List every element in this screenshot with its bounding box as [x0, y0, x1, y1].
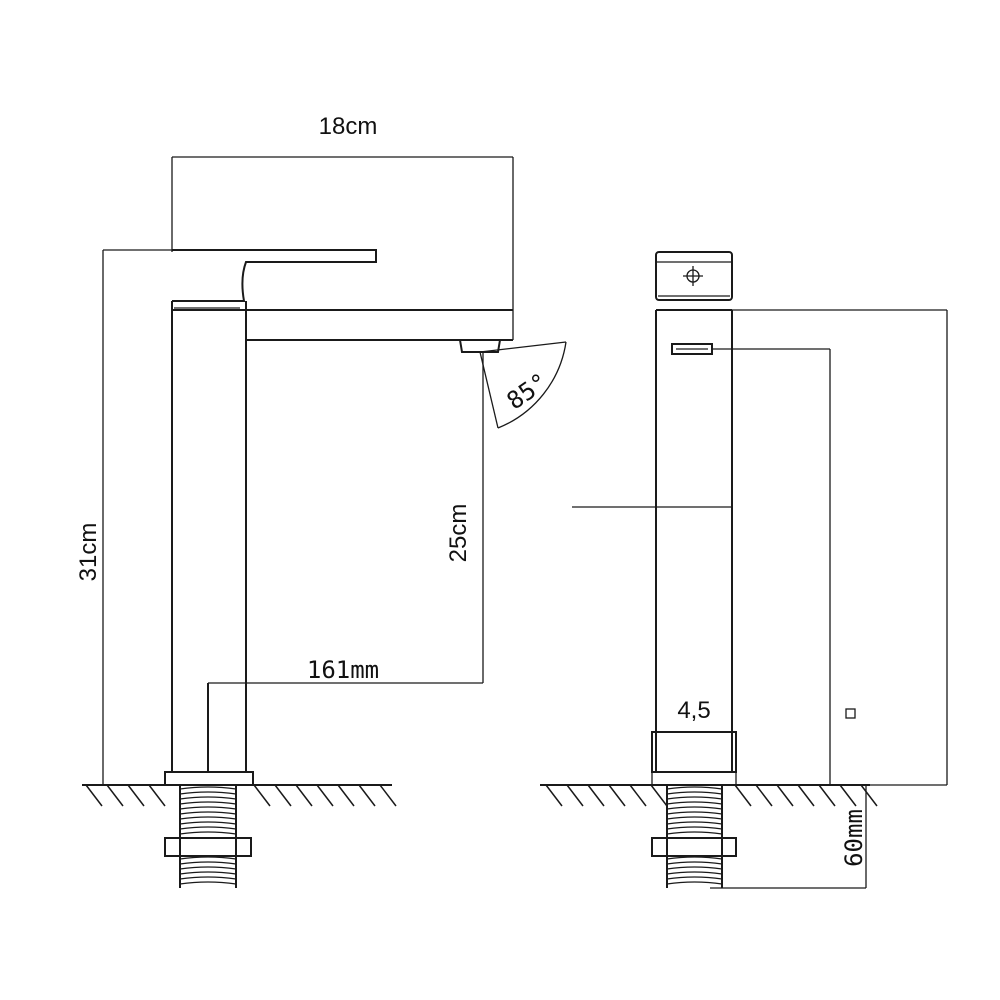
front-view: 18cm 31cm 85° 25cm 161mm — [75, 113, 567, 888]
side-threaded-shank — [666, 785, 723, 888]
side-view: 4,5 60mm — [540, 251, 948, 889]
angle-label: 85° — [502, 368, 554, 416]
height-dimension-line — [102, 249, 175, 786]
body-width-label: 4,5 — [677, 697, 710, 724]
small-marker — [845, 708, 856, 719]
side-counter-hatching — [545, 784, 878, 807]
width-dimension-label: 18cm — [319, 113, 378, 140]
side-body — [655, 310, 733, 772]
mounting-nut — [164, 837, 252, 857]
lever-handle — [172, 249, 377, 302]
side-height-frame — [732, 309, 948, 786]
height-dimension-label: 31cm — [75, 523, 102, 582]
threaded-shank — [179, 785, 237, 888]
faucet-body — [171, 301, 513, 772]
side-flange — [651, 731, 737, 773]
counter-hatching — [85, 784, 397, 807]
spout-height-label: 25cm — [445, 504, 472, 563]
side-handle-cap — [655, 251, 733, 301]
thread-length-frame — [710, 785, 867, 889]
reach-label: 161mm — [307, 656, 379, 684]
thread-length-label: 60mm — [840, 809, 868, 867]
base-flange — [164, 771, 254, 786]
spout-level-frame — [712, 348, 831, 785]
side-mounting-nut — [651, 837, 737, 857]
width-dimension-frame — [171, 156, 514, 340]
